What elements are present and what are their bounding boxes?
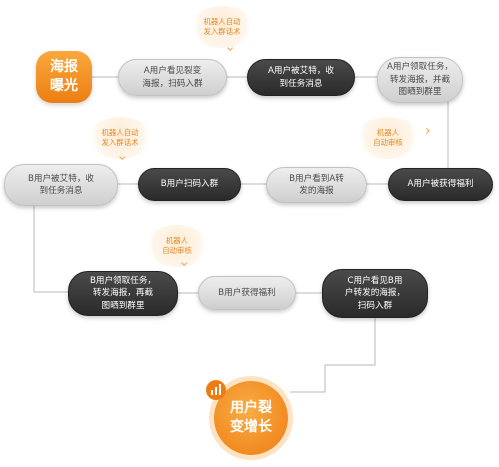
chevron-icon: › — [221, 46, 238, 52]
node-c-sees-b-poster: C用户看见B用 户转发的海报， 扫码入群 — [322, 269, 428, 318]
annotation-bot-review-2: 机器人 自动审核 — [145, 225, 209, 267]
node-b-claims-task: B用户领取任务， 转发海报，再截 图晒到群里 — [68, 271, 178, 316]
connector-b-message-to-b-claims — [33, 206, 68, 293]
node-b-scans-join: B用户扫码入群 — [138, 168, 241, 201]
chevron-icon: › — [425, 123, 431, 139]
node-a-gets-reward: A用户被获得福利 — [388, 168, 493, 201]
bar-chart-icon — [206, 380, 226, 400]
annotation-bot-review-1: 机器人 自动审核 — [356, 117, 420, 159]
annotation-bot-send-2: 机器人自动 发入群话术 — [88, 117, 152, 159]
chevron-icon: › — [175, 261, 192, 267]
node-user-growth: 用户裂 变增长 — [214, 381, 288, 455]
node-a-gets-message: A用户被艾特，收 到任务消息 — [247, 59, 355, 96]
connector-c-sees-to-growth — [290, 318, 376, 393]
node-b-gets-reward: B用户获得福利 — [198, 276, 296, 310]
node-b-gets-message: B用户被艾特，收 到任务消息 — [4, 164, 118, 206]
node-a-claims-task: A用户领取任务， 转发海报，并截 图晒到群里 — [377, 57, 463, 103]
chevron-icon: › — [113, 155, 130, 161]
node-a-sees-poster: A用户看见裂变 海报，扫码入群 — [118, 59, 227, 96]
node-b-sees-a-poster: B用户看到A转 发的海报 — [266, 167, 367, 203]
connector-a-claims-to-a-reward — [442, 93, 449, 170]
node-poster-exposure: 海报 曝光 — [36, 51, 92, 103]
annotation-bot-send-1: 机器人自动 发入群话术 — [190, 6, 254, 48]
